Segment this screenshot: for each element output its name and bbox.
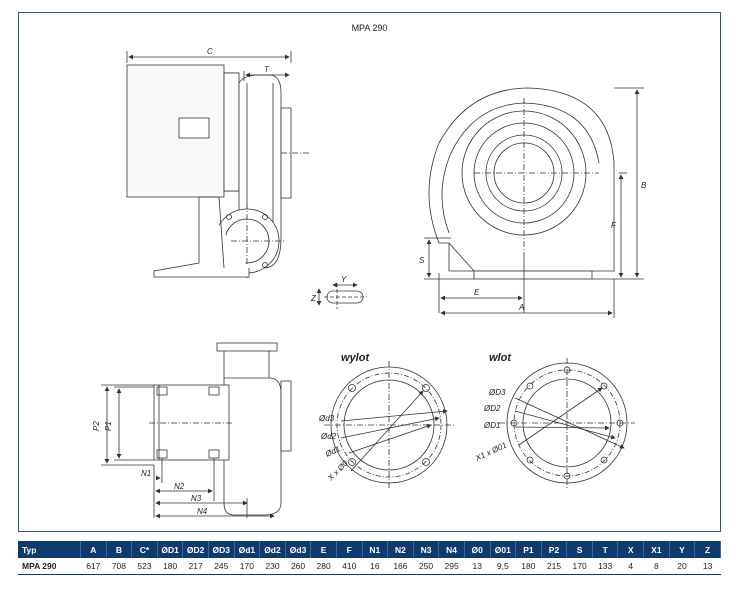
- inlet-holes: X1 x Ø01: [473, 441, 508, 464]
- plan-view: [101, 342, 292, 519]
- dim-z: Z: [310, 294, 317, 303]
- col-header: P1: [515, 541, 542, 558]
- table-cell: 523: [131, 558, 158, 575]
- table-cell: 13: [694, 558, 721, 575]
- col-header: B: [106, 541, 133, 558]
- dim-p2: P2: [92, 421, 101, 431]
- dim-e: E: [474, 288, 480, 297]
- table-cell: 617: [80, 558, 107, 575]
- dim-b: B: [641, 181, 647, 190]
- dim-a: A: [518, 303, 524, 312]
- table-cell: 133: [592, 558, 618, 575]
- table-cell: 8: [643, 558, 670, 575]
- table-cell: 260: [285, 558, 311, 575]
- col-header: P2: [541, 541, 568, 558]
- table-cell: 16: [362, 558, 388, 575]
- table-cell: 9,5: [490, 558, 516, 575]
- col-header: ØD3: [208, 541, 235, 558]
- col-header: C*: [131, 541, 158, 558]
- col-header: T: [592, 541, 619, 558]
- table-cell: 295: [438, 558, 465, 575]
- col-header: ØD2: [182, 541, 209, 558]
- dim-c: C: [207, 47, 213, 56]
- inlet-flange: [499, 358, 635, 488]
- table-row: MPA 290 617 708 523 180 217 245 170 230 …: [18, 558, 721, 575]
- dim-p1: P1: [104, 421, 113, 431]
- table-cell: 230: [259, 558, 286, 575]
- col-header: Typ: [18, 541, 81, 558]
- table-cell: 215: [541, 558, 567, 575]
- col-header: Ød1: [234, 541, 261, 558]
- table-cell: MPA 290: [18, 558, 81, 575]
- col-header: Ø0: [464, 541, 491, 558]
- dim-n2: N2: [174, 482, 185, 491]
- slot-detail: [316, 282, 367, 309]
- drawing-title: MPA 290: [351, 23, 388, 33]
- outlet-flange: [324, 361, 454, 489]
- table-cell: 180: [157, 558, 183, 575]
- table-cell: 180: [515, 558, 542, 575]
- col-header: A: [80, 541, 107, 558]
- col-header: F: [336, 541, 363, 558]
- table-cell: 20: [669, 558, 695, 575]
- inlet-d3: ØD3: [488, 388, 506, 397]
- col-header: N4: [438, 541, 465, 558]
- dim-t: T: [264, 65, 270, 74]
- col-header: S: [566, 541, 593, 558]
- col-header: Z: [694, 541, 721, 558]
- dim-n4: N4: [197, 507, 208, 516]
- table-cell: 166: [387, 558, 414, 575]
- technical-drawing: MPA 290: [18, 12, 721, 532]
- col-header: Ød3: [285, 541, 312, 558]
- inlet-d2: ØD2: [483, 404, 501, 413]
- drawing-canvas: C T: [92, 47, 647, 519]
- table-cell: 13: [464, 558, 490, 575]
- outlet-d3: Ød3: [318, 414, 335, 423]
- front-view: [424, 87, 644, 318]
- outlet-d2: Ød2: [320, 432, 337, 441]
- dim-n3: N3: [191, 494, 202, 503]
- outlet-label: wylot: [341, 352, 370, 364]
- col-header: N1: [362, 541, 389, 558]
- spec-header-row: Typ A B C* ØD1 ØD2 ØD3 Ød1 Ød2 Ød3 E F N…: [18, 541, 721, 558]
- col-header: N3: [413, 541, 440, 558]
- col-header: Ø01: [490, 541, 517, 558]
- col-header: N2: [387, 541, 414, 558]
- table-cell: 280: [310, 558, 337, 575]
- table-cell: 170: [234, 558, 260, 575]
- outlet-holes: X x Ø0: [325, 458, 350, 483]
- dim-s: S: [419, 256, 425, 265]
- table-cell: 410: [336, 558, 363, 575]
- col-header: X: [617, 541, 645, 558]
- dim-y: Y: [341, 275, 347, 284]
- table-cell: 170: [566, 558, 593, 575]
- dim-f: F: [611, 221, 617, 230]
- table-cell: 217: [182, 558, 209, 575]
- col-header: Ød2: [259, 541, 286, 558]
- inlet-d1: ØD1: [483, 421, 500, 430]
- dim-n1: N1: [141, 469, 151, 478]
- side-view: [126, 51, 309, 279]
- table-cell: 4: [617, 558, 644, 575]
- col-header: X1: [643, 541, 670, 558]
- table-cell: 708: [106, 558, 132, 575]
- col-header: ØD1: [157, 541, 184, 558]
- outlet-d1: Ød1: [323, 444, 341, 459]
- col-header: Y: [669, 541, 696, 558]
- table-cell: 245: [208, 558, 235, 575]
- spec-table: Typ A B C* ØD1 ØD2 ØD3 Ød1 Ød2 Ød3 E F N…: [18, 541, 721, 575]
- inlet-label: wlot: [489, 352, 512, 364]
- table-cell: 250: [413, 558, 439, 575]
- col-header: E: [310, 541, 337, 558]
